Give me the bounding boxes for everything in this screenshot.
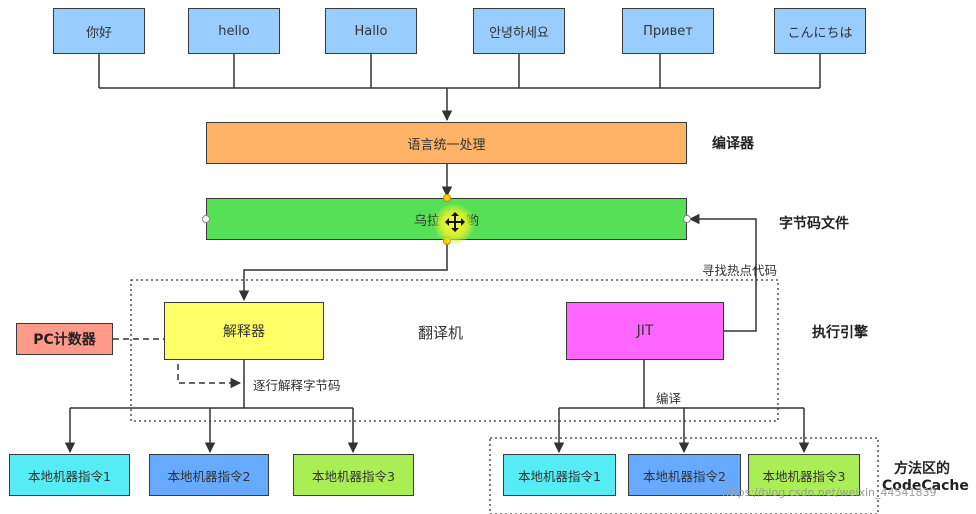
translator-label: 翻译机 [418, 324, 464, 342]
jit-fanout [553, 360, 810, 454]
method-area-label-line1: 方法区的 [894, 461, 950, 477]
move-cursor-icon [445, 212, 465, 232]
native-right-3[interactable]: 本地机器指令3 [748, 454, 860, 496]
language-box-1[interactable]: 你好 [53, 8, 145, 54]
selection-handle-right[interactable] [683, 215, 691, 223]
hotspot-label: 寻找热点代码 [702, 263, 778, 278]
execution-engine-region [130, 279, 779, 422]
selection-handle-left[interactable] [202, 215, 210, 223]
native-left-3[interactable]: 本地机器指令3 [293, 454, 414, 496]
step-interpret-label: 逐行解释字节码 [253, 378, 341, 393]
native-left-2[interactable]: 本地机器指令2 [149, 454, 269, 496]
compiler-label: 编译器 [712, 136, 754, 152]
language-box-5[interactable]: Привет [622, 8, 714, 54]
bytecode-label: 字节码文件 [779, 216, 849, 232]
native-right-1[interactable]: 本地机器指令1 [503, 454, 616, 496]
language-merge-lines [98, 54, 821, 122]
hotspot-loop-arrow [688, 213, 757, 332]
interpreter-fanout [64, 360, 359, 454]
compiler-box[interactable]: 语言统一处理 [206, 122, 687, 164]
method-area-label-line2: CodeCache [882, 478, 969, 494]
code-cache-region [489, 437, 879, 514]
interpreter-box[interactable]: 解释器 [164, 302, 324, 360]
watermark: https://blog.csdn.net/weixin_44541839 [722, 486, 937, 499]
jit-box[interactable]: JIT [566, 302, 724, 360]
language-box-3[interactable]: Hallo [325, 8, 417, 54]
pc-counter-box[interactable]: PC计数器 [16, 323, 113, 355]
bytecode-to-interpreter-arrow [238, 241, 448, 302]
language-box-2[interactable]: hello [188, 8, 280, 54]
language-box-4[interactable]: 안녕하세요 [473, 8, 565, 54]
language-box-6[interactable]: こんにちは [774, 8, 866, 54]
native-left-1[interactable]: 本地机器指令1 [9, 454, 130, 496]
execution-engine-label: 执行引擎 [812, 325, 868, 341]
native-right-2[interactable]: 本地机器指令2 [628, 454, 741, 496]
pc-counter-dashed-arrow [113, 338, 242, 389]
selection-handle-top[interactable] [443, 194, 451, 202]
compile-label: 编译 [656, 391, 682, 406]
